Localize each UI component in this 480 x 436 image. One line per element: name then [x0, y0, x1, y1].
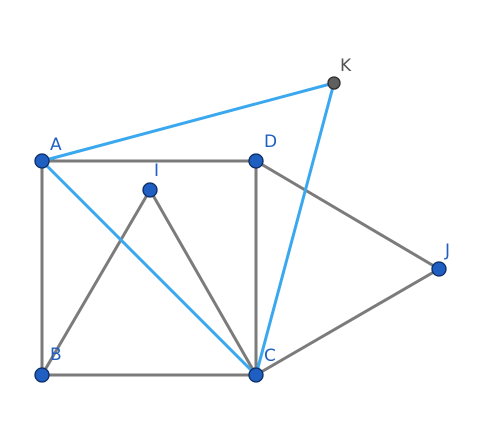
segment-ak — [40, 81, 336, 163]
segment-cj — [254, 267, 441, 377]
point-k — [327, 76, 341, 90]
point-i — [142, 182, 158, 198]
points-layer — [34, 76, 447, 383]
segment-bi — [40, 188, 152, 377]
segment-dj — [254, 159, 441, 271]
point-c — [248, 367, 264, 383]
point-label-c: C — [264, 346, 276, 366]
point-label-j: J — [444, 241, 450, 261]
point-label-b: B — [50, 345, 62, 365]
segment-kc — [254, 81, 336, 377]
segment-ac — [40, 159, 258, 377]
segments-layer — [40, 81, 441, 377]
point-label-d: D — [264, 132, 277, 152]
point-d — [248, 153, 264, 169]
point-j — [431, 261, 447, 277]
point-b — [34, 367, 50, 383]
segment-ic — [148, 188, 258, 377]
point-label-a: A — [50, 135, 62, 155]
point-label-i: I — [154, 161, 159, 181]
labels-layer: A B C D I J K — [50, 56, 450, 366]
point-a — [34, 153, 50, 169]
point-label-k: K — [340, 56, 352, 76]
